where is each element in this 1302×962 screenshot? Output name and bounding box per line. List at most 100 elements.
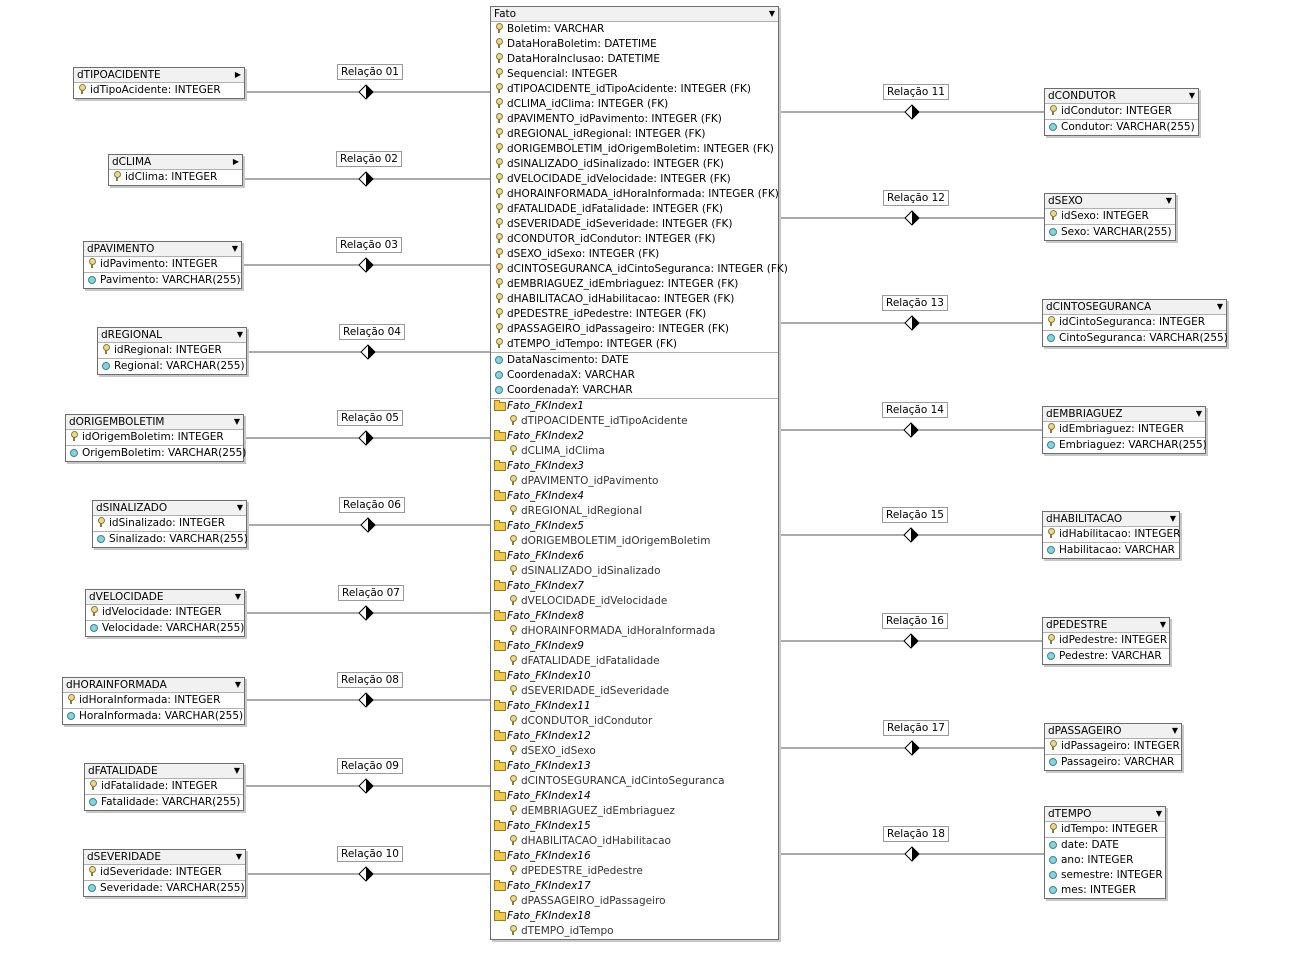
dimension-title[interactable]: dVELOCIDADE▼ (86, 590, 244, 605)
triangle-down-icon[interactable]: ▼ (1195, 409, 1202, 418)
fact-index-column[interactable]: dHORAINFORMADA_idHoraInformada (491, 624, 778, 639)
triangle-down-icon[interactable]: ▼ (1171, 726, 1178, 735)
triangle-down-icon[interactable]: ▼ (1165, 196, 1172, 205)
triangle-down-icon[interactable]: ▼ (236, 330, 243, 339)
fact-column[interactable]: DataHoraBoletim: DATETIME (491, 37, 778, 52)
dimension-attribute[interactable]: Passageiro: VARCHAR (1045, 754, 1181, 770)
triangle-down-icon[interactable]: ▼ (235, 852, 242, 861)
dimension-attribute[interactable]: CintoSeguranca: VARCHAR(255) (1043, 330, 1228, 346)
dimension-attribute[interactable]: ano: INTEGER (1045, 853, 1165, 868)
fact-column[interactable]: DataHoraInclusao: DATETIME (491, 52, 778, 67)
dimension-key[interactable]: idSeveridade: INTEGER (84, 865, 245, 880)
triangle-down-icon[interactable]: ▼ (1216, 302, 1223, 311)
fact-column[interactable]: dSEVERIDADE_idSeveridade: INTEGER (FK) (491, 217, 778, 232)
fact-index[interactable]: Fato_FKIndex4 (491, 489, 778, 504)
dimension-title[interactable]: dCLIMA▶ (109, 155, 242, 170)
fact-index-column[interactable]: dSINALIZADO_idSinalizado (491, 564, 778, 579)
fact-index-column[interactable]: dSEVERIDADE_idSeveridade (491, 684, 778, 699)
fact-column[interactable]: dSINALIZADO_idSinalizado: INTEGER (FK) (491, 157, 778, 172)
fact-index[interactable]: Fato_FKIndex12 (491, 729, 778, 744)
dimension-table-dclima[interactable]: dCLIMA▶idClima: INTEGER (108, 154, 243, 186)
fact-column[interactable]: dEMBRIAGUEZ_idEmbriaguez: INTEGER (FK) (491, 277, 778, 292)
fact-column[interactable]: dPEDESTRE_idPedestre: INTEGER (FK) (491, 307, 778, 322)
dimension-attribute[interactable]: Embriaguez: VARCHAR(255) (1043, 437, 1207, 453)
fact-column[interactable]: dREGIONAL_idRegional: INTEGER (FK) (491, 127, 778, 142)
dimension-key[interactable]: idEmbriaguez: INTEGER (1043, 422, 1205, 437)
fact-column[interactable]: dCINTOSEGURANCA_idCintoSeguranca: INTEGE… (491, 262, 788, 277)
relation-label[interactable]: Relação 03 (336, 237, 402, 253)
relation-label[interactable]: Relação 10 (337, 846, 403, 862)
dimension-key[interactable]: idTempo: INTEGER (1045, 822, 1165, 837)
fact-index[interactable]: Fato_FKIndex6 (491, 549, 778, 564)
fact-index[interactable]: Fato_FKIndex9 (491, 639, 778, 654)
relation-label[interactable]: Relação 14 (882, 402, 948, 418)
dimension-key[interactable]: idFatalidade: INTEGER (85, 779, 243, 794)
relation-label[interactable]: Relação 11 (883, 84, 949, 100)
dimension-key[interactable]: idHoraInformada: INTEGER (63, 693, 244, 708)
fact-column[interactable]: dCLIMA_idClima: INTEGER (FK) (491, 97, 778, 112)
triangle-down-icon[interactable]: ▼ (233, 417, 240, 426)
fact-index[interactable]: Fato_FKIndex8 (491, 609, 778, 624)
relation-label[interactable]: Relação 16 (882, 613, 948, 629)
triangle-down-icon[interactable]: ▼ (236, 503, 243, 512)
triangle-down-icon[interactable]: ▼ (1155, 809, 1162, 818)
fact-index[interactable]: Fato_FKIndex2 (491, 429, 778, 444)
dimension-title[interactable]: dPASSAGEIRO▼ (1045, 724, 1181, 739)
dimension-key[interactable]: idRegional: INTEGER (98, 343, 246, 358)
dimension-key[interactable]: idSexo: INTEGER (1045, 209, 1175, 224)
fact-index[interactable]: Fato_FKIndex16 (491, 849, 778, 864)
dimension-title[interactable]: dSEXO▼ (1045, 194, 1175, 209)
fact-index[interactable]: Fato_FKIndex11 (491, 699, 778, 714)
fact-column[interactable]: dFATALIDADE_idFatalidade: INTEGER (FK) (491, 202, 778, 217)
relation-label[interactable]: Relação 18 (883, 826, 949, 842)
dimension-key[interactable]: idClima: INTEGER (109, 170, 242, 185)
dimension-attribute[interactable]: Condutor: VARCHAR(255) (1045, 119, 1198, 135)
dimension-title[interactable]: dEMBRIAGUEZ▼ (1043, 407, 1205, 422)
fact-column[interactable]: dPAVIMENTO_idPavimento: INTEGER (FK) (491, 112, 778, 127)
dimension-key[interactable]: idCintoSeguranca: INTEGER (1043, 315, 1226, 330)
dimension-attribute[interactable]: Regional: VARCHAR(255) (98, 358, 246, 374)
dimension-attribute[interactable]: Severidade: VARCHAR(255) (84, 880, 245, 896)
fact-index-column[interactable]: dHABILITACAO_idHabilitacao (491, 834, 778, 849)
fact-index[interactable]: Fato_FKIndex13 (491, 759, 778, 774)
fact-column[interactable]: dCONDUTOR_idCondutor: INTEGER (FK) (491, 232, 778, 247)
dimension-attribute[interactable]: Habilitacao: VARCHAR (1043, 542, 1179, 558)
triangle-right-icon[interactable]: ▶ (234, 70, 241, 79)
fact-column[interactable]: dHABILITACAO_idHabilitacao: INTEGER (FK) (491, 292, 778, 307)
dimension-attribute[interactable]: Pedestre: VARCHAR (1043, 648, 1169, 664)
fact-index-column[interactable]: dEMBRIAGUEZ_idEmbriaguez (491, 804, 778, 819)
dimension-title[interactable]: dPEDESTRE▼ (1043, 618, 1169, 633)
dimension-attribute[interactable]: Sexo: VARCHAR(255) (1045, 224, 1175, 240)
dimension-title[interactable]: dFATALIDADE▼ (85, 764, 243, 779)
fact-attribute[interactable]: CoordenadaY: VARCHAR (491, 383, 778, 398)
fact-column[interactable]: Boletim: VARCHAR (491, 22, 778, 37)
dimension-key[interactable]: idPassageiro: INTEGER (1045, 739, 1181, 754)
fact-column[interactable]: dORIGEMBOLETIM_idOrigemBoletim: INTEGER … (491, 142, 778, 157)
dimension-attribute[interactable]: Fatalidade: VARCHAR(255) (85, 794, 243, 810)
relation-label[interactable]: Relação 06 (339, 497, 405, 513)
triangle-down-icon[interactable]: ▼ (1159, 620, 1166, 629)
relation-label[interactable]: Relação 08 (337, 672, 403, 688)
fact-index[interactable]: Fato_FKIndex15 (491, 819, 778, 834)
dimension-table-dtipoacidente[interactable]: dTIPOACIDENTE▶idTipoAcidente: INTEGER (73, 67, 245, 99)
dimension-key[interactable]: idCondutor: INTEGER (1045, 104, 1198, 119)
fact-index-column[interactable]: dORIGEMBOLETIM_idOrigemBoletim (491, 534, 778, 549)
dimension-title[interactable]: dORIGEMBOLETIM▼ (66, 415, 243, 430)
fact-index-column[interactable]: dCLIMA_idClima (491, 444, 778, 459)
dimension-key[interactable]: idHabilitacao: INTEGER (1043, 527, 1180, 542)
fact-attribute[interactable]: DataNascimento: DATE (491, 353, 778, 368)
triangle-down-icon[interactable]: ▼ (233, 766, 240, 775)
dimension-attribute[interactable]: Pavimento: VARCHAR(255) (84, 272, 241, 288)
dimension-attribute[interactable]: date: DATE (1045, 837, 1165, 853)
dimension-attribute[interactable]: Velocidade: VARCHAR(255) (86, 620, 244, 636)
fact-index[interactable]: Fato_FKIndex14 (491, 789, 778, 804)
dimension-title[interactable]: dREGIONAL▼ (98, 328, 246, 343)
